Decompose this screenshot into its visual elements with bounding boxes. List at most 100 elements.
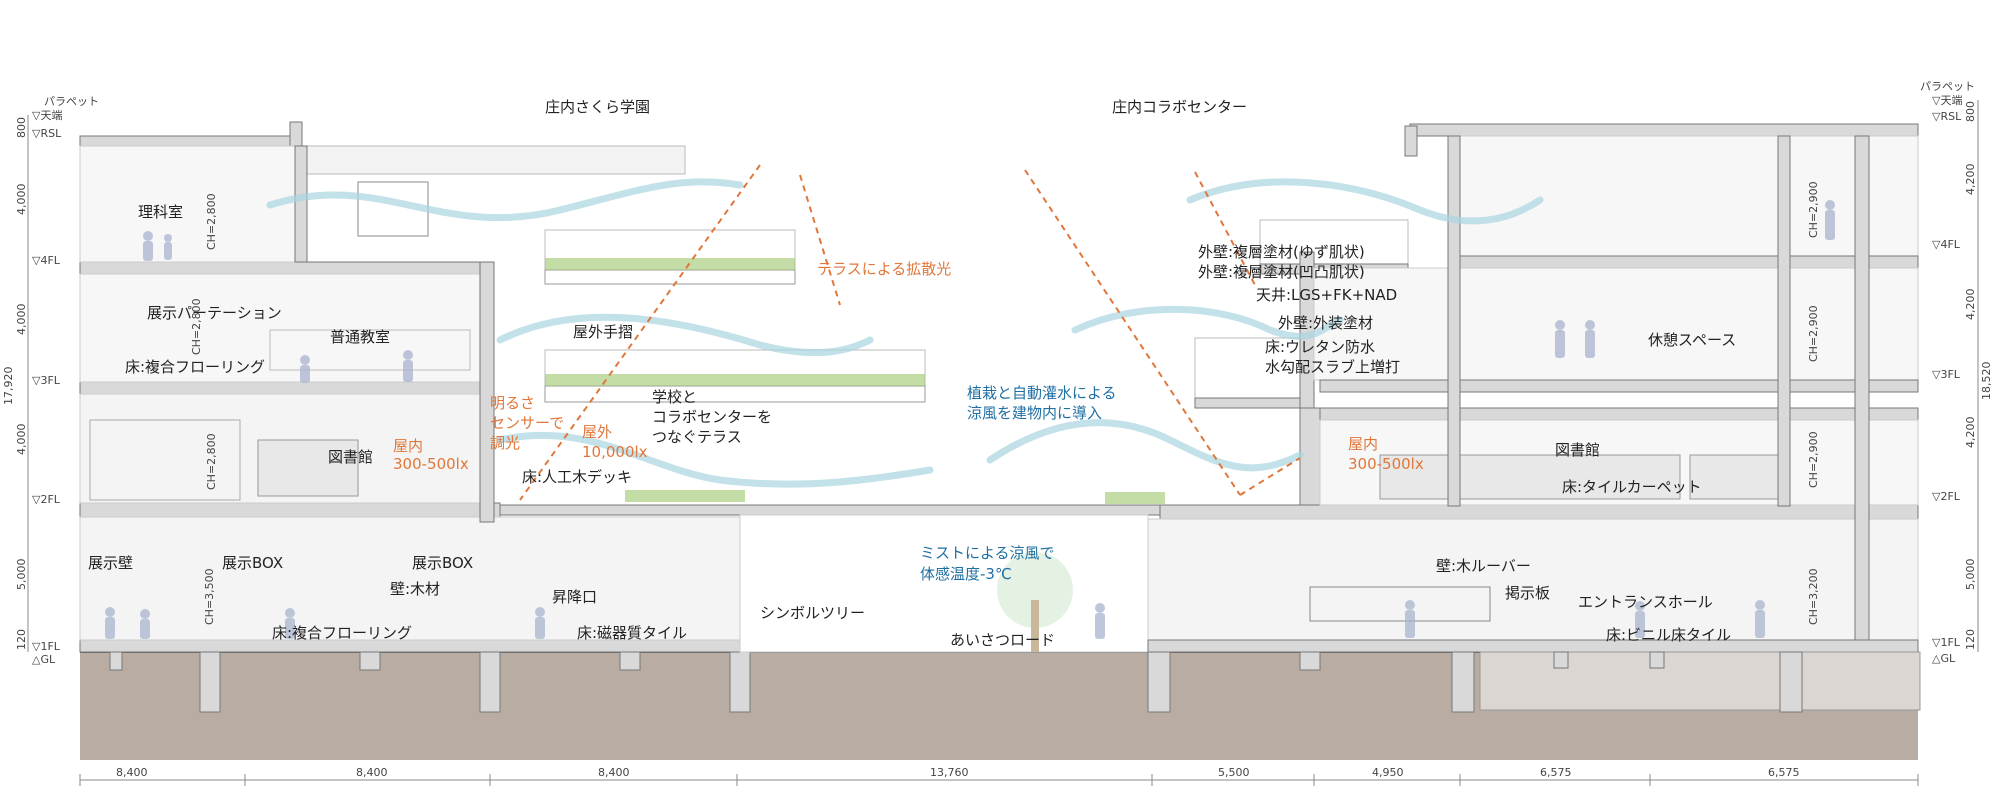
svg-text:8,400: 8,400	[598, 766, 630, 779]
svg-text:図書館: 図書館	[328, 448, 373, 466]
svg-text:屋内: 屋内	[393, 437, 423, 455]
svg-text:床:タイルカーペット: 床:タイルカーペット	[1562, 478, 1702, 496]
svg-text:体感温度-3℃: 体感温度-3℃	[920, 565, 1012, 583]
svg-text:▽RSL: ▽RSL	[32, 127, 62, 140]
svg-text:展示BOX: 展示BOX	[222, 554, 283, 572]
svg-text:涼風を建物内に導入: 涼風を建物内に導入	[967, 404, 1102, 422]
svg-text:外壁:外装塗材: 外壁:外装塗材	[1278, 314, 1373, 332]
symbol-tree	[997, 552, 1073, 652]
svg-text:4,000: 4,000	[15, 184, 28, 216]
svg-text:調光: 調光	[490, 434, 520, 452]
svg-text:展示BOX: 展示BOX	[412, 554, 473, 572]
svg-text:▽4FL: ▽4FL	[32, 254, 61, 267]
svg-text:理科室: 理科室	[138, 203, 183, 221]
svg-text:床:複合フローリング: 床:複合フローリング	[125, 358, 265, 376]
svg-text:▽3FL: ▽3FL	[1932, 368, 1961, 381]
svg-text:4,200: 4,200	[1964, 417, 1977, 449]
svg-text:6,575: 6,575	[1768, 766, 1800, 779]
bottom-dim-ticks	[79, 774, 1919, 786]
svg-text:CH=3,500: CH=3,500	[203, 568, 216, 625]
svg-text:図書館: 図書館	[1555, 441, 1600, 459]
svg-text:8,400: 8,400	[356, 766, 388, 779]
svg-text:センサーで: センサーで	[490, 414, 564, 432]
svg-text:CH=2,800: CH=2,800	[205, 433, 218, 490]
terraces	[499, 229, 1165, 653]
svg-text:ミストによる涼風で: ミストによる涼風で	[920, 544, 1055, 562]
svg-text:CH=3,200: CH=3,200	[1807, 568, 1820, 625]
svg-text:300-500lx: 300-500lx	[393, 455, 469, 473]
wind-flows	[266, 178, 1544, 488]
svg-text:13,760: 13,760	[930, 766, 969, 779]
svg-text:CH=2,900: CH=2,900	[1807, 431, 1820, 488]
svg-text:外壁:複層塗材(ゆず肌状): 外壁:複層塗材(ゆず肌状)	[1198, 243, 1365, 261]
svg-text:パラペット: パラペット	[44, 95, 99, 108]
svg-text:植栽と自動灌水による: 植栽と自動灌水による	[967, 384, 1117, 402]
people	[105, 200, 1835, 639]
svg-text:4,950: 4,950	[1372, 766, 1404, 779]
svg-text:壁:木材: 壁:木材	[390, 580, 440, 598]
svg-text:屋外: 屋外	[582, 423, 612, 441]
svg-text:△GL: △GL	[1932, 652, 1956, 665]
svg-text:5,000: 5,000	[15, 559, 28, 591]
svg-text:4,200: 4,200	[1964, 289, 1977, 321]
svg-text:10,000lx: 10,000lx	[582, 443, 648, 461]
svg-text:屋外手摺: 屋外手摺	[573, 323, 633, 341]
svg-text:17,920: 17,920	[2, 367, 15, 406]
svg-text:▽天端: ▽天端	[32, 109, 62, 122]
svg-text:4,000: 4,000	[15, 424, 28, 456]
svg-text:▽RSL: ▽RSL	[1932, 110, 1962, 123]
svg-text:CH=2,800: CH=2,800	[190, 298, 203, 355]
svg-text:8,400: 8,400	[116, 766, 148, 779]
right-level-markers: パラペット ▽天端 ▽RSL ▽4FL ▽3FL ▽2FL ▽1FL △GL	[1920, 80, 1975, 665]
svg-text:床:人工木デッキ: 床:人工木デッキ	[522, 468, 632, 486]
svg-text:800: 800	[1964, 101, 1977, 122]
svg-text:つなぐテラス: つなぐテラス	[652, 428, 742, 446]
svg-text:天井:LGS+FK+NAD: 天井:LGS+FK+NAD	[1256, 286, 1397, 304]
svg-text:18,520: 18,520	[1980, 362, 1993, 401]
center-labels: テラスによる拡散光 屋外手摺 明るさ センサーで 調光 屋外 10,000lx …	[393, 260, 1117, 649]
left-level-markers: パラペット ▽天端 ▽RSL ▽4FL ▽3FL ▽2FL ▽1FL △GL	[32, 95, 99, 666]
right-vertical-dims: 800 4,200 4,200 4,200 5,000 120 18,520	[1964, 101, 1993, 650]
title-left: 庄内さくら学園	[545, 98, 650, 116]
svg-text:床:ウレタン防水: 床:ウレタン防水	[1265, 338, 1375, 356]
svg-text:水勾配スラブ上増打: 水勾配スラブ上増打	[1265, 358, 1400, 376]
svg-text:床:磁器質タイル: 床:磁器質タイル	[577, 624, 687, 642]
svg-text:コラボセンターを: コラボセンターを	[652, 408, 772, 426]
svg-text:▽4FL: ▽4FL	[1932, 238, 1961, 251]
right-building	[1147, 123, 1921, 713]
svg-text:壁:木ルーバー: 壁:木ルーバー	[1436, 557, 1531, 575]
svg-text:5,000: 5,000	[1964, 559, 1977, 591]
svg-text:あいさつロード: あいさつロード	[950, 631, 1055, 649]
svg-text:120: 120	[1964, 629, 1977, 650]
left-room-labels: 理科室 展示パーテーション 普通教室 床:複合フローリング 図書館 展示壁 展示…	[88, 203, 687, 642]
svg-text:展示パーテーション: 展示パーテーション	[147, 304, 282, 322]
svg-text:CH=2,900: CH=2,900	[1807, 305, 1820, 362]
title-right: 庄内コラボセンター	[1112, 98, 1247, 116]
svg-text:5,500: 5,500	[1218, 766, 1250, 779]
svg-text:CH=2,800: CH=2,800	[205, 193, 218, 250]
svg-text:4,000: 4,000	[15, 304, 28, 336]
svg-text:▽1FL: ▽1FL	[1932, 636, 1961, 649]
svg-text:300-500lx: 300-500lx	[1348, 455, 1424, 473]
svg-text:エントランスホール: エントランスホール	[1578, 593, 1713, 611]
svg-text:▽天端: ▽天端	[1932, 94, 1962, 107]
svg-text:外壁:複層塗材(凹凸肌状): 外壁:複層塗材(凹凸肌状)	[1198, 263, 1365, 281]
svg-text:屋内: 屋内	[1348, 435, 1378, 453]
svg-text:▽2FL: ▽2FL	[1932, 490, 1961, 503]
svg-text:シンボルツリー: シンボルツリー	[760, 604, 865, 622]
svg-text:▽1FL: ▽1FL	[32, 640, 61, 653]
left-vertical-dims: 800 4,000 4,000 4,000 5,000 120 17,920	[2, 117, 28, 650]
svg-text:パラペット: パラペット	[1920, 80, 1975, 93]
svg-text:明るさ: 明るさ	[490, 394, 535, 412]
light-rays	[519, 164, 1301, 501]
svg-text:休憩スペース: 休憩スペース	[1648, 331, 1736, 349]
svg-text:△GL: △GL	[32, 653, 56, 666]
svg-text:学校と: 学校と	[652, 388, 697, 406]
svg-text:120: 120	[15, 629, 28, 650]
svg-text:掲示板: 掲示板	[1505, 584, 1550, 602]
terrace-light-label: テラスによる拡散光	[817, 260, 951, 278]
bottom-dims: 8,400 8,400 8,400 13,760 5,500 4,950 6,5…	[116, 766, 1800, 779]
svg-text:4,200: 4,200	[1964, 164, 1977, 196]
svg-text:CH=2,900: CH=2,900	[1807, 181, 1820, 238]
